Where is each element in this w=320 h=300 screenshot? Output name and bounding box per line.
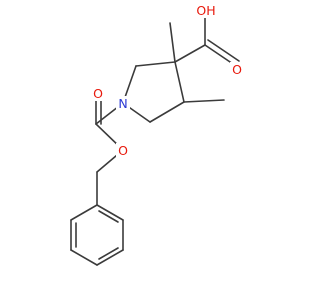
bond-c2-c3: [135, 61, 176, 67]
bond-c4-c5: [149, 101, 185, 123]
bond-ph1-ph2: [96, 204, 124, 221]
bond-ph6-ph1: [70, 204, 98, 221]
bond-cooh-carbonyl-b: [207, 39, 240, 62]
atom-carbamate-oxygen: O: [91, 86, 106, 101]
ester-oxygen-label: O: [118, 143, 128, 158]
bond-layer: [70, 14, 240, 266]
atom-hydroxyl: OH: [194, 3, 218, 18]
bond-ph3-ph4: [96, 249, 124, 266]
carbamate-carbonyl-oxygen-label: O: [93, 86, 103, 101]
atom-nitrogen: N: [116, 96, 130, 111]
bond-c3-methyl: [169, 22, 176, 63]
atom-ester-oxygen: O: [116, 143, 130, 158]
bond-c4-methyl: [183, 99, 225, 103]
atom-label-layer: N O O O OH: [91, 3, 245, 158]
bond-c3-cooh: [174, 44, 206, 63]
atom-acid-carbonyl-oxygen: O: [230, 62, 245, 77]
molecule-diagram: N O O O OH: [70, 3, 245, 266]
nitrogen-label: N: [118, 96, 127, 111]
hydroxyl-label: OH: [196, 3, 215, 18]
bond-ph4-ph5: [70, 249, 98, 266]
structure-canvas: N O O O OH: [70, 3, 245, 266]
acid-carbonyl-oxygen-label: O: [232, 62, 242, 77]
bond-aromatic-inner-2: [98, 247, 119, 260]
bond-aromatic-inner-1: [98, 210, 119, 223]
bond-c3-c4: [174, 61, 185, 103]
